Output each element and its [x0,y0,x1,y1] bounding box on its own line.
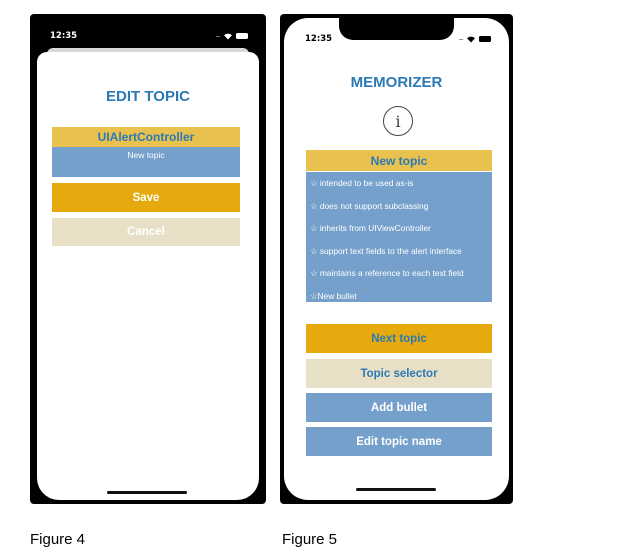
topic-selector-button[interactable]: Topic selector [306,359,492,388]
status-icons: .... [458,35,491,43]
topic-text-field[interactable]: New topic [52,147,240,177]
bullet-list: ☆ intended to be used as-is ☆ does not s… [306,172,492,302]
wifi-icon [467,36,475,43]
home-indicator[interactable] [107,491,187,494]
signal-dots-icon: .... [215,33,220,39]
page-title: MEMORIZER [350,74,443,91]
home-indicator[interactable] [356,488,436,491]
status-time: 12:35 [50,31,78,41]
phone-frame-figure-4: 12:35 .... EDIT TOPIC UIAlertController … [30,14,266,504]
phone-frame-figure-5: 12:35 .... MEMORIZER i New topic ☆ inten… [280,14,513,504]
next-topic-button[interactable]: Next topic [306,324,492,353]
battery-icon [479,36,491,42]
edit-topic-name-button[interactable]: Edit topic name [306,427,492,456]
figure-4-caption: Figure 4 [30,531,86,548]
battery-icon [236,33,248,39]
cancel-button[interactable]: Cancel [52,218,240,246]
list-item: ☆ intended to be used as-is [310,178,414,188]
list-item: ☆ maintains a reference to each text fie… [310,268,464,279]
edit-topic-sheet: EDIT TOPIC UIAlertController New topic S… [37,52,259,500]
add-bullet-button[interactable]: Add bullet [306,393,492,422]
topic-header: New topic [306,150,492,171]
info-icon[interactable]: i [383,106,413,136]
memorizer-screen: 12:35 .... MEMORIZER i New topic ☆ inten… [284,18,509,500]
signal-dots-icon: .... [458,36,463,42]
notch [339,18,454,40]
status-icons: .... [215,32,248,40]
figure-5-caption: Figure 5 [282,531,338,548]
list-item: ☆ support text fields to the alert inter… [310,245,462,256]
wifi-icon [224,33,232,40]
list-item: ☆ does not support subclassing [310,200,429,211]
list-item: ☆ inherits from UIViewController [310,223,431,234]
save-button[interactable]: Save [52,183,240,212]
info-symbol: i [395,111,401,131]
alert-header: UIAlertController [52,127,240,147]
list-item: ☆New bullet [310,290,357,301]
status-time: 12:35 [305,34,333,44]
page-title: EDIT TOPIC [106,88,190,105]
